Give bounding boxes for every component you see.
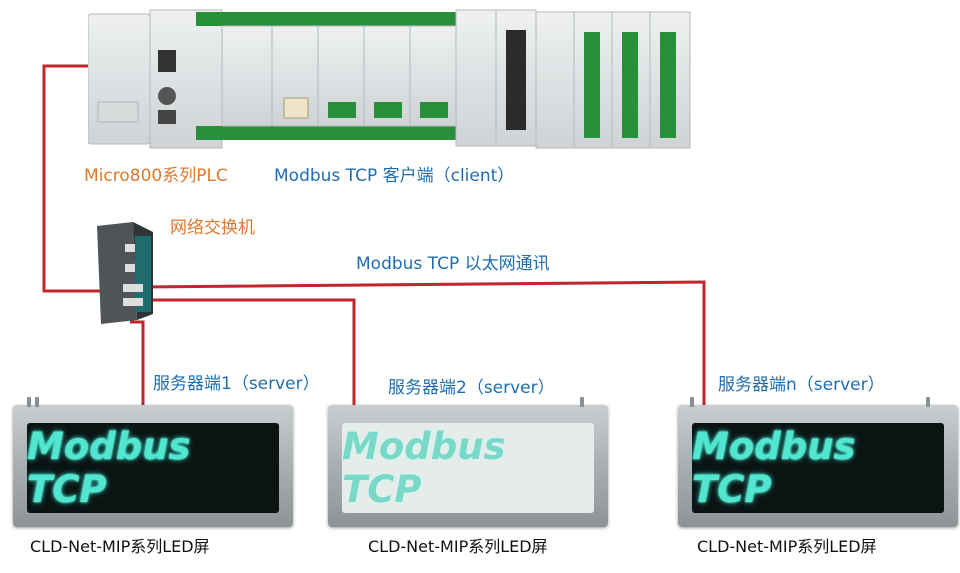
switch-to-server2-cable (140, 298, 356, 405)
led-caption-n: CLD-Net-MIP系列LED屏 (697, 537, 877, 556)
led-screen-1: Modbus TCP (13, 397, 293, 527)
ethernet-switch (97, 222, 153, 324)
led-caption-2: CLD-Net-MIP系列LED屏 (368, 537, 548, 556)
led-text-1: Modbus TCP (27, 425, 191, 511)
led-caption-1: CLD-Net-MIP系列LED屏 (30, 537, 210, 556)
switch-label: 网络交换机 (170, 218, 255, 238)
led-text-n: Modbus TCP (692, 425, 856, 511)
plc-label: Micro800系列PLC (84, 166, 228, 186)
servern-label: 服务器端n（server） (718, 375, 885, 395)
plc-rack (88, 9, 691, 149)
comm-label: Modbus TCP 以太网通讯 (356, 254, 550, 274)
switch-to-server1-cable (130, 320, 145, 405)
server2-label: 服务器端2（server） (388, 378, 555, 398)
led-screen-2: Modbus TCP (328, 397, 608, 527)
led-text-2: Modbus TCP (342, 425, 506, 511)
switch-to-servern-cable (139, 280, 706, 405)
server1-label: 服务器端1（server） (153, 374, 320, 394)
led-screen-n: Modbus TCP (678, 397, 958, 527)
client-label: Modbus TCP 客户端（client） (274, 166, 515, 186)
